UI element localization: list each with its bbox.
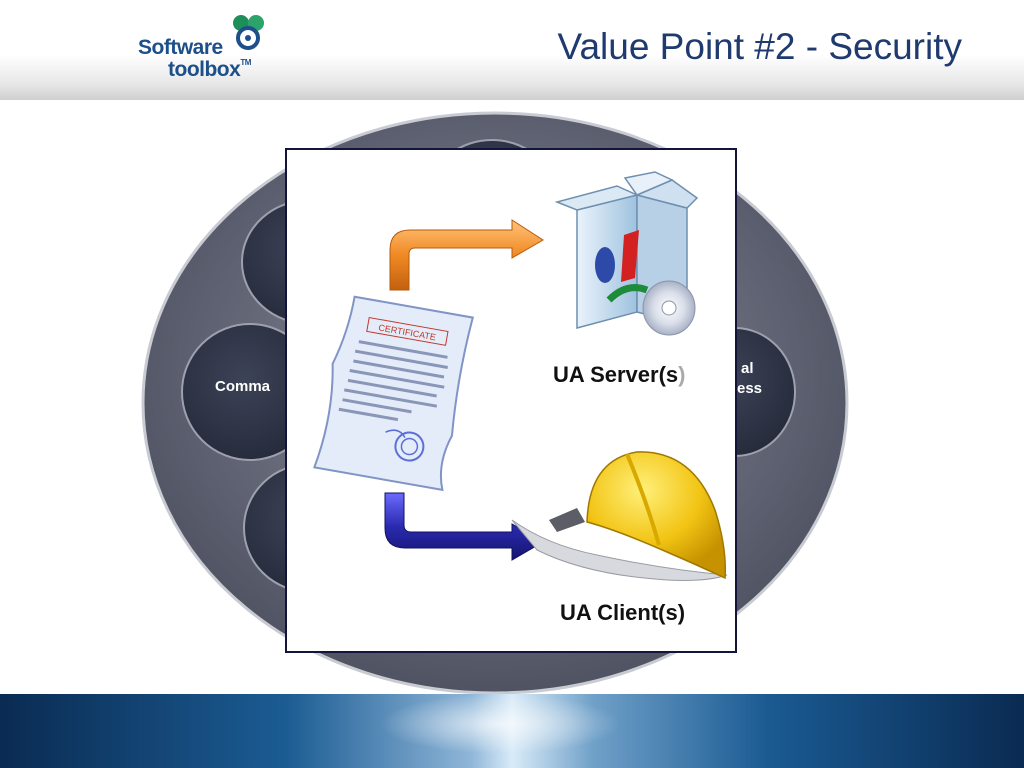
software-toolbox-logo: Software toolboxTM xyxy=(138,14,278,84)
slide-header: Software toolboxTM Value Point #2 - Secu… xyxy=(0,0,1024,100)
orange-arrow-icon xyxy=(389,219,544,291)
slide-footer-band xyxy=(0,694,1024,768)
logo-text-software: Software xyxy=(138,36,223,59)
right-circle-label-1: al xyxy=(741,360,754,377)
diagram-graphics: CERTIFICATE xyxy=(313,171,728,581)
ua-server-label-paren: ) xyxy=(678,362,686,387)
ua-server-label-text: UA Server(s xyxy=(553,362,679,387)
server-box-icon xyxy=(554,171,699,336)
certificate-icon: CERTIFICATE xyxy=(313,295,475,492)
right-circle-label-2: ess xyxy=(737,380,763,397)
ua-client-label: UA Client(s) xyxy=(560,600,686,625)
logo-text-toolbox: toolboxTM xyxy=(168,58,251,82)
left-circle-label: Comma xyxy=(215,378,271,395)
logo-text-toolbox-word: toolbox xyxy=(168,58,241,81)
diagram-panel: CERTIFICATE UA Server(s) UA Client(s) xyxy=(285,148,737,653)
ua-server-label: UA Server(s) xyxy=(553,362,685,388)
logo-tm: TM xyxy=(240,58,251,67)
hard-hat-icon xyxy=(511,451,728,581)
slide-title: Value Point #2 - Security xyxy=(557,26,962,67)
logo-mark-icon xyxy=(233,15,264,50)
